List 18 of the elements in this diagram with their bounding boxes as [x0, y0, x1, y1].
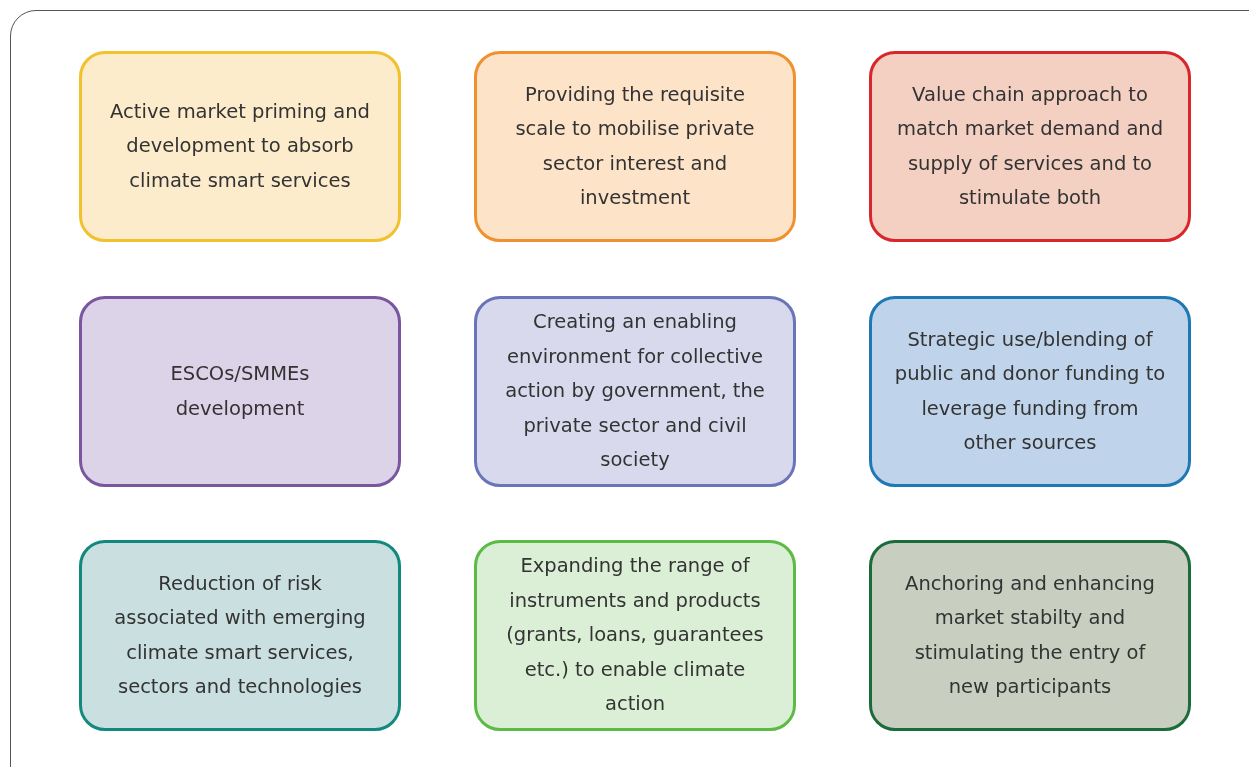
box-text: ESCOs/SMMEs development: [169, 361, 311, 422]
box-text: Active market priming and development to absorb climate smart services: [109, 98, 371, 194]
rounded-box: [79, 296, 401, 487]
rounded-box: [474, 296, 796, 487]
box-text: Value chain approach to match market demand and supply of services and to stimulate both: [895, 81, 1165, 211]
rounded-box: [869, 296, 1191, 487]
box-text: Providing the requisite scale to mobilise private sector interest and investment: [514, 81, 756, 211]
box-text: Reduction of risk associated with emerging climate smart services, sectors and technologies: [113, 570, 367, 700]
box-text: Strategic use/blending of public and donor funding to leverage funding from other sources: [894, 326, 1166, 456]
rounded-box: [474, 51, 796, 242]
box-text: Creating an enabling environment for collective action by government, the private sector and civil society: [504, 309, 766, 474]
rounded-box: [869, 51, 1191, 242]
rounded-box: [869, 540, 1191, 731]
box-text: Expanding the range of instruments and products (grants, loans, guarantees etc.) to enable climate action: [505, 553, 765, 718]
rounded-box: [79, 540, 401, 731]
rounded-box: [474, 540, 796, 731]
rounded-box: [79, 51, 401, 242]
box-text: Anchoring and enhancing market stabilty and stimulating the entry of new participants: [904, 570, 1156, 700]
